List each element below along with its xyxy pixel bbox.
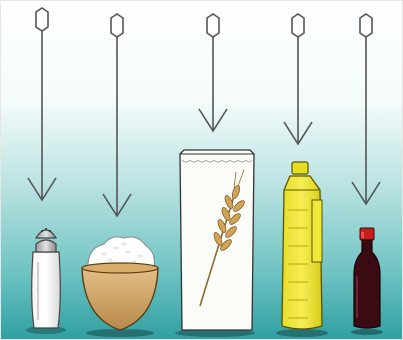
flour-sack-icon xyxy=(175,150,255,337)
